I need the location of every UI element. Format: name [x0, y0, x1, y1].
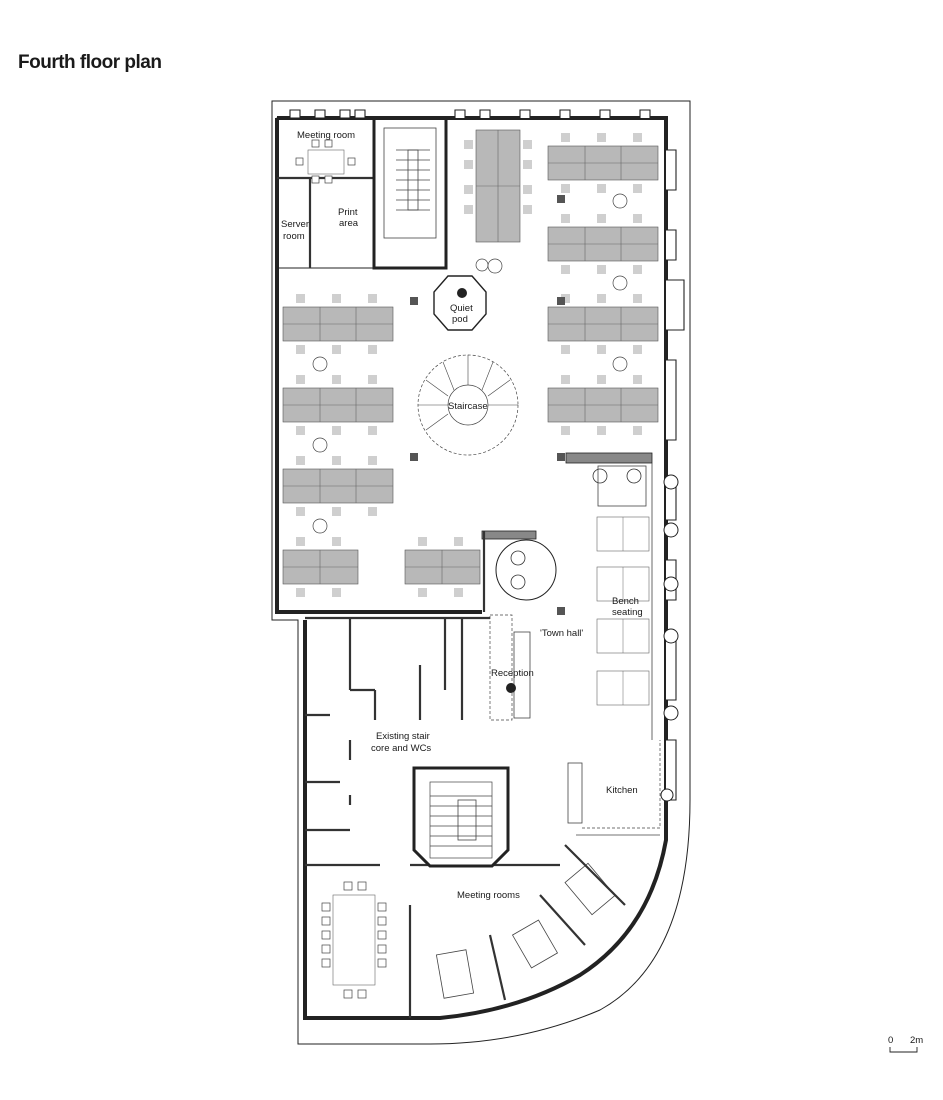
- label-stair-core-2: core and WCs: [371, 743, 431, 754]
- desk-clusters: [282, 145, 659, 585]
- label-bench-1: Bench: [612, 596, 639, 607]
- label-meeting-room: Meeting room: [297, 130, 355, 141]
- spiral-staircase: [417, 354, 519, 456]
- structural-columns: [410, 195, 565, 615]
- label-server-room-1: Server: [281, 219, 309, 230]
- label-print-area-1: Print: [338, 207, 358, 218]
- window-bays: [289, 109, 651, 118]
- label-quiet-pod-2: pod: [452, 314, 468, 325]
- boardroom-table: [332, 894, 376, 986]
- label-quiet-pod-1: Quiet: [450, 303, 473, 314]
- label-staircase: Staircase: [448, 401, 488, 412]
- chairs: [296, 133, 642, 597]
- scale-start: 0: [888, 1035, 893, 1046]
- scale-bar: 0 2m: [888, 1035, 923, 1053]
- facade-columns: [660, 474, 679, 802]
- core-walls: [305, 616, 560, 867]
- label-kitchen: Kitchen: [606, 785, 638, 796]
- label-reception: Reception: [491, 668, 534, 679]
- label-stair-core-1: Existing stair: [376, 731, 430, 742]
- label-meeting-rooms: Meeting rooms: [457, 890, 520, 901]
- curved-meeting-rooms: [435, 862, 616, 999]
- page-title: Fourth floor plan: [18, 52, 162, 73]
- quiet-pod: [433, 275, 487, 331]
- label-server-room-2: room: [283, 231, 305, 242]
- label-print-area-2: area: [339, 218, 359, 229]
- outer-wall: [277, 116, 668, 1020]
- label-bench-2: seating: [612, 607, 643, 618]
- scale-end: 2m: [910, 1035, 923, 1046]
- label-town-hall: 'Town hall': [540, 628, 583, 639]
